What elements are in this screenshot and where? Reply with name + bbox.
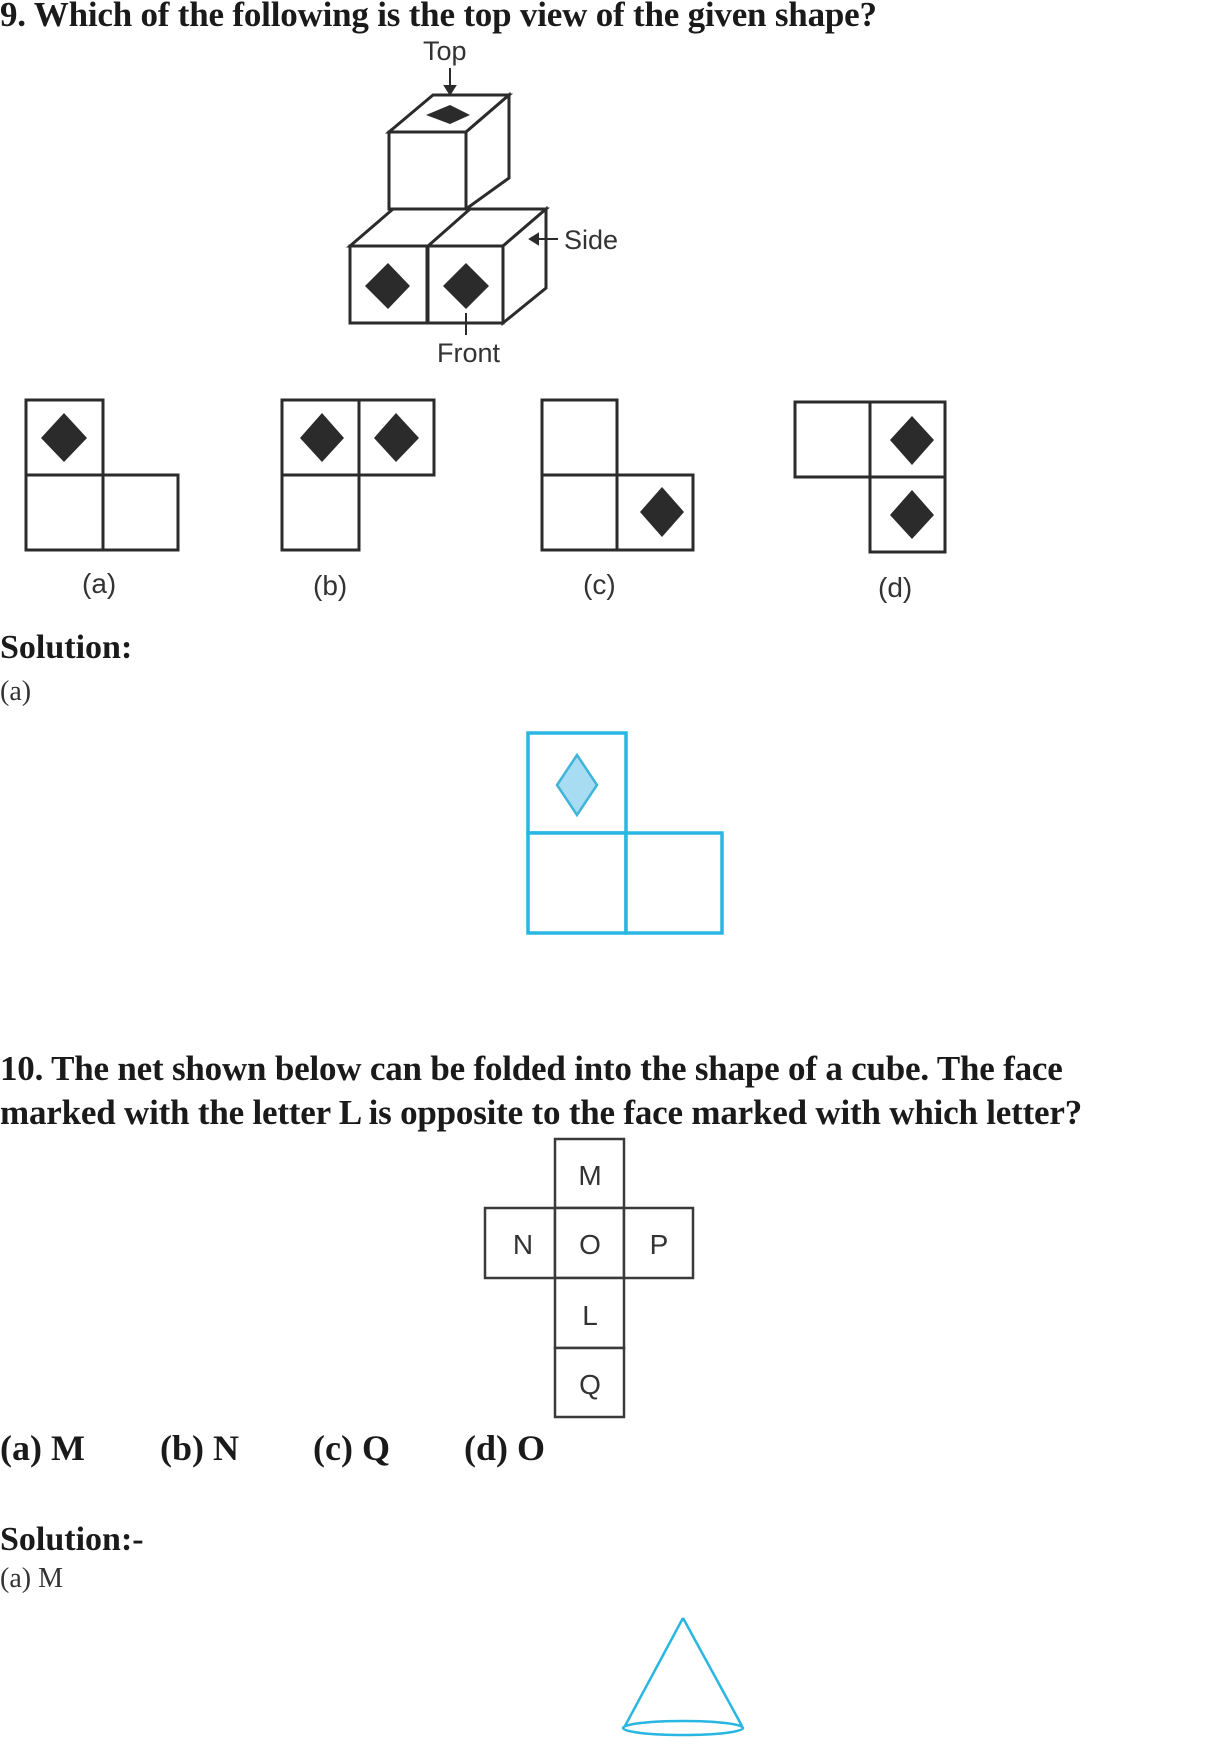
net-face-left: N [513, 1229, 533, 1260]
label-front: Front [437, 338, 501, 368]
q10-option-a: (a) M [0, 1428, 85, 1468]
net-face-top: M [578, 1160, 601, 1191]
option-c-label: (c) [583, 569, 616, 600]
cone-figure [621, 1617, 745, 1737]
option-b-label: (b) [313, 570, 348, 601]
q9-title: 9. Which of the following is the top vie… [0, 0, 877, 34]
q10-option-d: (d) O [464, 1428, 545, 1468]
q10-title-line2: marked with the letter L is opposite to … [0, 1093, 1083, 1132]
q9-solution-heading: Solution: [0, 629, 133, 666]
net-face-below: L [582, 1300, 598, 1331]
q9-solution-answer: (a) [0, 676, 32, 707]
q10-option-b: (b) N [160, 1428, 239, 1468]
q10-option-c: (c) Q [313, 1428, 390, 1468]
net-face-bottom: Q [579, 1369, 601, 1400]
q9-isometric-figure: Top Side Front [345, 36, 618, 368]
q10-cube-net: M N O P L Q [483, 1137, 695, 1419]
q9-solution-figure [526, 731, 724, 935]
option-a-figure [24, 398, 180, 552]
option-d-figure [793, 400, 947, 554]
option-a-label: (a) [82, 568, 117, 599]
option-d-label: (d) [878, 572, 913, 603]
option-b-figure [280, 398, 436, 552]
q10-solution-heading: Solution:- [0, 1521, 144, 1558]
label-top: Top [423, 36, 467, 66]
option-c-figure [540, 398, 695, 552]
q10-title-line1: 10. The net shown below can be folded in… [0, 1049, 1063, 1088]
q10-solution-answer: (a) M [0, 1563, 63, 1594]
net-face-center: O [579, 1229, 601, 1260]
net-face-right: P [650, 1229, 669, 1260]
q9-options-figures [24, 398, 947, 554]
label-side: Side [564, 225, 618, 255]
